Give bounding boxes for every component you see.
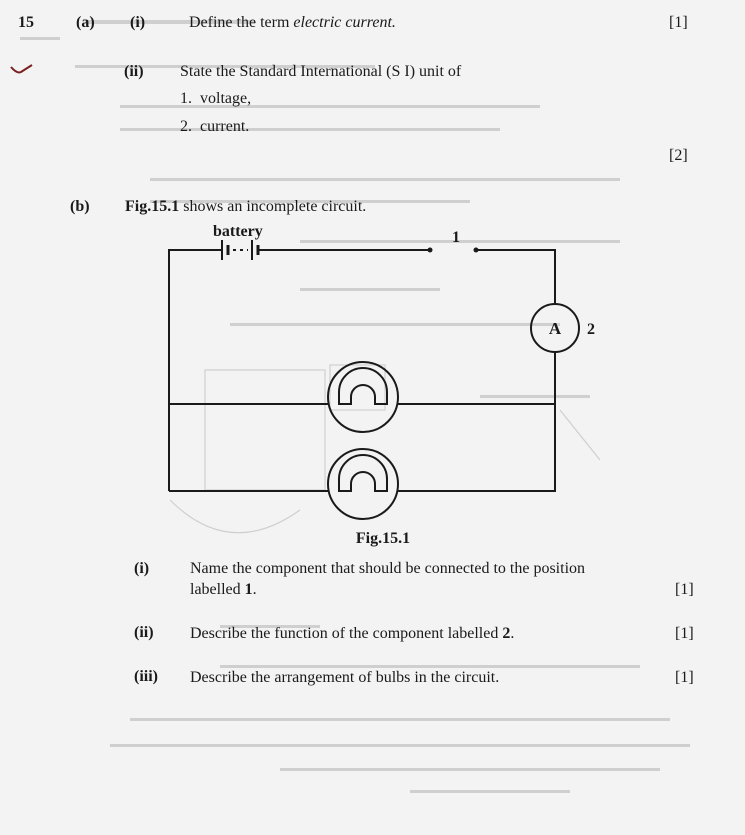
part-b-i-marks: [1] <box>675 581 694 598</box>
wire-top-left <box>168 249 222 491</box>
part-b-iii-text: Describe the arrangement of bulbs in the… <box>190 669 500 686</box>
position-2-label: 2 <box>587 321 595 338</box>
tick-mark-icon <box>10 64 33 74</box>
part-b-i-line2-text: labelled <box>190 581 245 598</box>
part-a-label: (a) <box>76 14 95 31</box>
part-b-i-line1: Name the component that should be connec… <box>190 560 586 577</box>
part-b-label: (b) <box>70 198 90 215</box>
part-a-i-marks: [1] <box>669 14 688 31</box>
part-b-i-line2: labelled 1. <box>190 580 257 600</box>
part-b-i-line2-end: . <box>252 581 257 598</box>
terminal-1-left <box>427 247 433 253</box>
part-a-i-text-plain: Define the term <box>189 14 294 31</box>
part-b-figure-ref: Fig.15.1 <box>125 198 180 215</box>
part-a-ii-label: (ii) <box>124 63 144 80</box>
part-b-i-label: (i) <box>134 560 150 577</box>
part-b-iii-label: (iii) <box>134 668 158 685</box>
part-a-ii-item-current: 2. current. <box>180 118 250 135</box>
part-a-i-term: electric current. <box>293 14 396 31</box>
ammeter-symbol: A <box>549 319 562 338</box>
part-b-ii-label: (ii) <box>134 624 154 641</box>
part-b-ii-text-end: . <box>510 625 515 642</box>
part-a-i-label: (i) <box>130 14 146 31</box>
battery-label: battery <box>213 223 263 240</box>
wire-lower-branch-right <box>398 404 556 492</box>
question-number: 15 <box>18 14 34 31</box>
part-b-ii-marks: [1] <box>675 625 694 642</box>
part-a-ii-text: State the Standard International (S I) u… <box>180 63 462 80</box>
part-b-ii-component-ref: 2 <box>502 625 511 642</box>
part-b-intro-rest: shows an incomplete circuit. <box>179 198 367 215</box>
bulb-2-filament <box>338 454 388 492</box>
bulb-1-outline <box>327 361 399 433</box>
part-b-intro: Fig.15.1 shows an incomplete circuit. <box>125 197 366 217</box>
part-b-iii-marks: [1] <box>675 669 694 686</box>
part-a-ii-item-voltage: 1. voltage, <box>180 90 252 107</box>
position-1-label: 1 <box>452 229 460 246</box>
part-b-i-position-ref: 1 <box>244 581 253 598</box>
part-a-ii-marks: [2] <box>669 147 688 164</box>
part-b-ii-text: Describe the function of the component l… <box>190 624 514 644</box>
bulb-2-outline <box>327 448 399 520</box>
terminal-1-right <box>473 247 479 253</box>
part-b-ii-text-plain: Describe the function of the component l… <box>190 625 503 642</box>
wire-gap-to-ammeter <box>476 249 556 304</box>
figure-caption: Fig.15.1 <box>356 530 410 547</box>
wire-ammeter-down <box>398 352 556 405</box>
part-a-i-text: Define the term electric current. <box>189 13 396 33</box>
bulb-1-filament <box>338 367 388 405</box>
